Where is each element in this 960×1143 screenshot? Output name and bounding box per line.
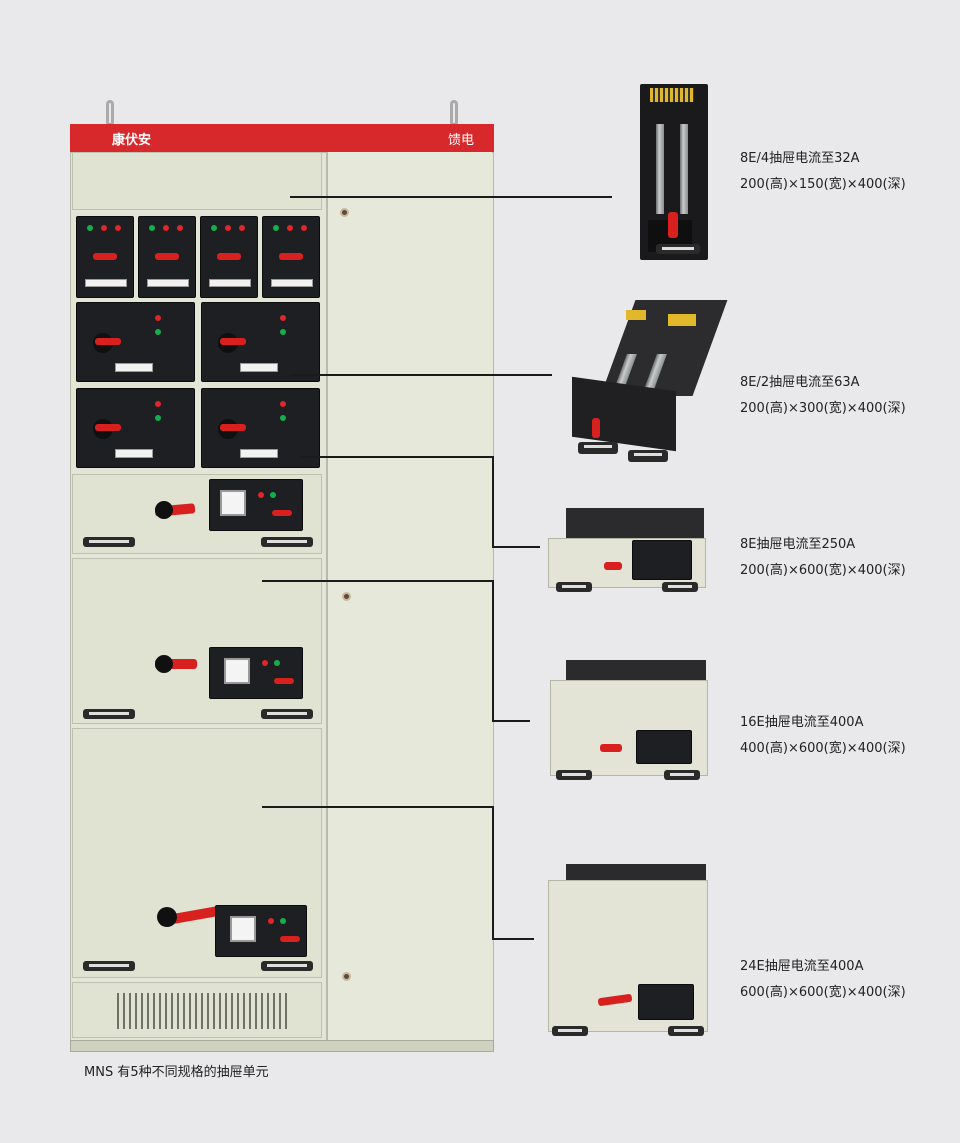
door-lock-icon <box>342 972 351 981</box>
connector-line-5 <box>262 806 494 808</box>
cable-compartment-door <box>326 152 492 1040</box>
top-blank-panel <box>72 152 322 210</box>
drawer-title: 16E抽屉电流至400A <box>740 715 864 730</box>
drawer-24e[interactable] <box>72 728 322 978</box>
rotary-switch-handle[interactable] <box>155 659 197 669</box>
rotary-switch-handle[interactable] <box>95 424 121 431</box>
rotary-switch-handle[interactable] <box>279 253 303 260</box>
drawer-title: 8E抽屉电流至250A <box>740 537 856 552</box>
drawer-spec-16e: 16E抽屉电流至400A 400(高)×600(宽)×400(深) <box>740 710 906 762</box>
drawer-dims: 200(高)×150(宽)×400(深) <box>740 177 906 192</box>
connector-line-1 <box>290 196 612 198</box>
drawer-photo-8e2 <box>568 300 728 468</box>
drawer-photo-16e <box>548 660 710 782</box>
rotary-switch-handle[interactable] <box>95 338 121 345</box>
door-lock-icon <box>342 592 351 601</box>
drawer-spec-24e: 24E抽屉电流至400A 600(高)×600(宽)×400(深) <box>740 954 906 1006</box>
drawer-dims: 200(高)×600(宽)×400(深) <box>740 563 906 578</box>
door-lock-icon <box>340 208 349 217</box>
drawer-8e[interactable] <box>72 474 322 554</box>
drawer-photo-24e <box>546 864 710 1040</box>
vent-panel <box>72 982 322 1038</box>
brand-label: 康伏安 <box>112 133 152 148</box>
cabinet-base <box>70 1040 494 1052</box>
drawer-8e4[interactable] <box>262 216 320 298</box>
drawer-dims: 600(高)×600(宽)×400(深) <box>740 985 906 1000</box>
rotary-switch-handle[interactable] <box>217 253 241 260</box>
ammeter-icon <box>220 490 246 516</box>
drawer-8e4[interactable] <box>200 216 258 298</box>
ammeter-icon <box>224 658 250 684</box>
drawer-photo-8e <box>548 508 710 594</box>
drawer-handle[interactable] <box>261 709 313 719</box>
drawer-8e2[interactable] <box>76 388 195 468</box>
drawer-title: 8E/4抽屉电流至32A <box>740 151 860 166</box>
ammeter-icon <box>230 916 256 942</box>
lifting-eye-icon <box>106 100 114 126</box>
connector-line-4 <box>262 580 494 582</box>
drawer-handle[interactable] <box>261 961 313 971</box>
drawer-row-8e4 <box>76 216 322 298</box>
drawer-8e4[interactable] <box>76 216 134 298</box>
function-label: 馈电 <box>448 133 475 148</box>
switchgear-cabinet: 康伏安 馈电 <box>68 100 496 1055</box>
ventilation-grille <box>117 993 289 1029</box>
rotary-switch-handle <box>668 212 678 238</box>
drawer-8e2[interactable] <box>76 302 195 382</box>
drawer-8e4[interactable] <box>138 216 196 298</box>
drawer-dims: 400(高)×600(宽)×400(深) <box>740 741 906 756</box>
connector-line-3 <box>300 456 492 458</box>
drawer-title: 8E/2抽屉电流至63A <box>740 375 860 390</box>
drawer-handle[interactable] <box>261 537 313 547</box>
rotary-switch-handle[interactable] <box>155 253 179 260</box>
drawer-photo-8e4 <box>640 84 710 260</box>
connector-line-2 <box>290 374 552 376</box>
rotary-switch-handle[interactable] <box>93 253 117 260</box>
drawer-spec-8e4: 8E/4抽屉电流至32A 200(高)×150(宽)×400(深) <box>740 146 906 198</box>
rotary-switch-handle[interactable] <box>220 338 246 345</box>
drawer-spec-8e2: 8E/2抽屉电流至63A 200(高)×300(宽)×400(深) <box>740 370 906 422</box>
drawer-dims: 200(高)×300(宽)×400(深) <box>740 401 906 416</box>
drawer-handle[interactable] <box>83 961 135 971</box>
drawer-8e2[interactable] <box>201 388 320 468</box>
drawer-row-8e2 <box>76 302 322 470</box>
lifting-eye-icon <box>450 100 458 126</box>
cabinet-caption: MNS 有5种不同规格的抽屉单元 <box>84 1065 269 1080</box>
drawer-spec-8e: 8E抽屉电流至250A 200(高)×600(宽)×400(深) <box>740 532 906 584</box>
rotary-switch-handle[interactable] <box>220 424 246 431</box>
drawer-handle[interactable] <box>83 537 135 547</box>
drawer-8e2[interactable] <box>201 302 320 382</box>
cabinet-header: 康伏安 馈电 <box>70 124 494 152</box>
drawer-16e[interactable] <box>72 558 322 724</box>
drawer-title: 24E抽屉电流至400A <box>740 959 864 974</box>
drawer-handle[interactable] <box>83 709 135 719</box>
